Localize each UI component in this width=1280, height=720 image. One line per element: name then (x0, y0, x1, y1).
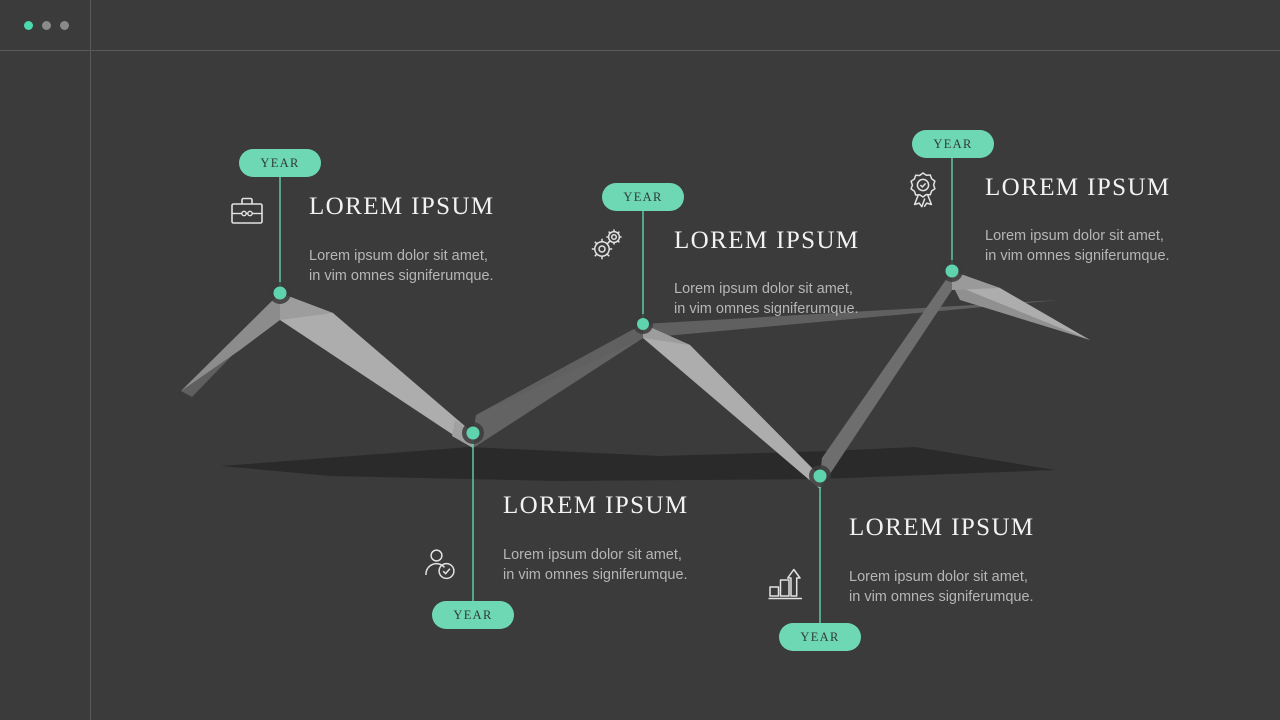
window-dot-inactive-2[interactable] (60, 21, 69, 30)
briefcase-icon (231, 197, 263, 224)
ribbon-tail-right-lower (952, 284, 1090, 340)
year-badge-label-1: YEAR (260, 155, 300, 170)
ribbon-top-segment-4 (820, 271, 952, 489)
milestone-desc-5-line2: in vim omnes signiferumque. (985, 248, 1170, 264)
ribbon-fold-3 (643, 324, 690, 345)
node-marker-4[interactable] (809, 465, 831, 487)
milestone-text-5: LOREM IPSUM Lorem ipsum dolor sit amet, … (985, 175, 1171, 266)
node-marker-2[interactable] (462, 422, 484, 444)
year-badge-label-4: YEAR (800, 629, 840, 644)
milestone-desc-1-line2: in vim omnes signiferumque. (309, 268, 494, 284)
milestone-desc-4-line2: in vim omnes signiferumque. (849, 589, 1034, 605)
window-controls[interactable] (24, 21, 69, 30)
milestone-title-5: LOREM IPSUM (985, 174, 1171, 201)
year-badge-5[interactable]: YEAR (912, 130, 994, 158)
milestone-desc-5: Lorem ipsum dolor sit amet, in vim omnes… (985, 226, 1171, 266)
bar-chart-growth-icon (768, 568, 802, 600)
milestone-desc-3-line2: in vim omnes signiferumque. (674, 301, 859, 317)
node-marker-1[interactable] (269, 282, 291, 304)
milestone-desc-4-line1: Lorem ipsum dolor sit amet, (849, 569, 1028, 585)
milestone-desc-1: Lorem ipsum dolor sit amet, in vim omnes… (309, 246, 495, 286)
slide-canvas: YEAR LOREM IPSUM Lorem ipsum dolor sit a… (91, 52, 1280, 720)
title-bar (0, 0, 1280, 51)
milestone-title-2: LOREM IPSUM (503, 492, 689, 519)
year-badge-4[interactable]: YEAR (779, 623, 861, 651)
milestone-desc-3-line1: Lorem ipsum dolor sit amet, (674, 281, 853, 297)
ribbon-top-segment-3 (643, 324, 820, 489)
milestone-desc-3: Lorem ipsum dolor sit amet, in vim omnes… (674, 279, 860, 319)
milestone-desc-2: Lorem ipsum dolor sit amet, in vim omnes… (503, 545, 689, 585)
year-badge-label-2: YEAR (453, 607, 493, 622)
year-badge-1[interactable]: YEAR (239, 149, 321, 177)
milestone-text-4: LOREM IPSUM Lorem ipsum dolor sit amet, … (849, 515, 1035, 607)
ribbon-top-segment-1 (280, 293, 473, 448)
milestone-desc-2-line1: Lorem ipsum dolor sit amet, (503, 547, 682, 563)
timeline-infographic (181, 157, 1090, 623)
node-marker-3[interactable] (633, 314, 653, 334)
milestone-desc-4: Lorem ipsum dolor sit amet, in vim omnes… (849, 567, 1035, 607)
milestone-desc-1-line1: Lorem ipsum dolor sit amet, (309, 248, 488, 264)
year-badge-label-3: YEAR (623, 189, 663, 204)
milestone-desc-2-line2: in vim omnes signiferumque. (503, 567, 688, 583)
award-badge-icon (910, 172, 936, 208)
window-dot-inactive-1[interactable] (42, 21, 51, 30)
ribbon-top-tail-left (181, 293, 280, 391)
window-dot-active[interactable] (24, 21, 33, 30)
ribbon-back-2 (476, 300, 1060, 415)
milestone-text-3: LOREM IPSUM Lorem ipsum dolor sit amet, … (674, 228, 860, 319)
milestone-title-4: LOREM IPSUM (849, 514, 1035, 541)
gears-icon (591, 229, 622, 260)
milestone-title-3: LOREM IPSUM (674, 227, 860, 254)
milestone-text-2: LOREM IPSUM Lorem ipsum dolor sit amet, … (503, 493, 689, 585)
milestone-title-1: LOREM IPSUM (309, 193, 495, 220)
year-badge-2[interactable]: YEAR (432, 601, 514, 629)
terrain-band-near (222, 447, 1055, 481)
node-marker-5[interactable] (941, 260, 963, 282)
left-rail (0, 51, 90, 720)
milestone-desc-5-line1: Lorem ipsum dolor sit amet, (985, 228, 1164, 244)
sidebar-divider (90, 0, 91, 720)
ribbon-fold-1 (280, 293, 333, 320)
milestone-text-1: LOREM IPSUM Lorem ipsum dolor sit amet, … (309, 194, 495, 286)
person-check-icon (425, 549, 455, 580)
year-badge-label-5: YEAR (933, 136, 973, 151)
ribbon-fold-right (952, 271, 1000, 290)
year-badge-3[interactable]: YEAR (602, 183, 684, 211)
